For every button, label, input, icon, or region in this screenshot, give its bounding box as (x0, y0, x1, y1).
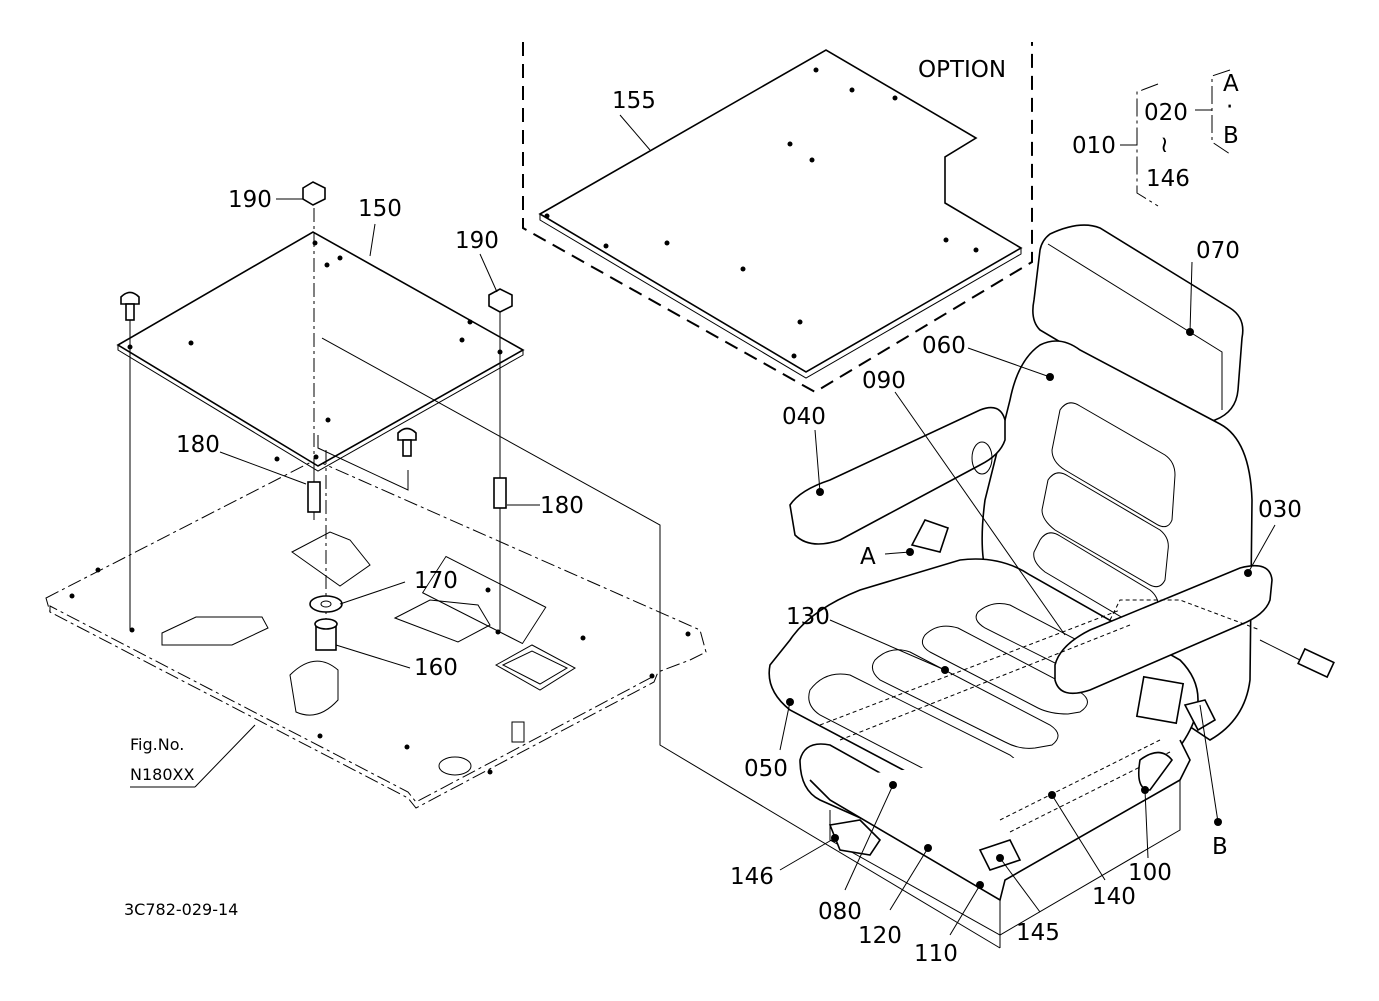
callout-080: 080 (818, 899, 862, 925)
callout-140: 140 (1092, 884, 1136, 910)
hardware (120, 181, 1001, 949)
callout-labels: 155 190 150 190 180 180 170 160 070 060 … (176, 88, 1302, 967)
callout-060: 060 (922, 333, 966, 359)
figure-prefix: Fig.No. (130, 735, 184, 754)
callout-120: 120 (858, 923, 902, 949)
option-box: OPTION (522, 42, 1033, 394)
callout-030: 030 (1258, 497, 1302, 523)
callout-130: 130 (786, 604, 830, 630)
callout-110: 110 (914, 941, 958, 967)
assembly-bracket: 010 020 ≀ 146 A · B (1072, 69, 1239, 207)
callout-070: 070 (1196, 238, 1240, 264)
variant-separator: · (1226, 94, 1233, 120)
callout-145: 145 (1016, 920, 1060, 946)
variant-b: B (1223, 123, 1239, 149)
callout-040: 040 (782, 404, 826, 430)
figure-reference: Fig.No. N180XX 3C782-029-14 (124, 735, 238, 919)
callout-050: 050 (744, 756, 788, 782)
assembly-range-tilde: ≀ (1160, 132, 1169, 158)
drawing-code: 3C782-029-14 (124, 900, 238, 919)
callout-190-left: 190 (228, 187, 272, 213)
option-title: OPTION (918, 57, 1006, 83)
floor-panel (45, 456, 707, 809)
assembly-main: 010 (1072, 133, 1116, 159)
callout-146: 146 (730, 864, 774, 890)
callout-190-right: 190 (455, 228, 499, 254)
callout-155: 155 (612, 88, 656, 114)
callout-170: 170 (414, 568, 458, 594)
callout-180-right: 180 (540, 493, 584, 519)
assembly-range-end: 146 (1146, 166, 1190, 192)
seat-assembly (768, 224, 1335, 936)
leader-lines (130, 114, 1276, 948)
callout-b: B (1212, 834, 1228, 860)
variant-a: A (1223, 71, 1239, 97)
callout-160: 160 (414, 655, 458, 681)
figure-number: N180XX (130, 765, 194, 784)
callout-090: 090 (862, 368, 906, 394)
callout-180-left: 180 (176, 432, 220, 458)
plate-155 (538, 49, 1023, 379)
assembly-range-start: 020 (1144, 100, 1188, 126)
callout-100: 100 (1128, 860, 1172, 886)
callout-a: A (860, 544, 876, 570)
callout-150: 150 (358, 196, 402, 222)
plate-150 (116, 231, 525, 472)
